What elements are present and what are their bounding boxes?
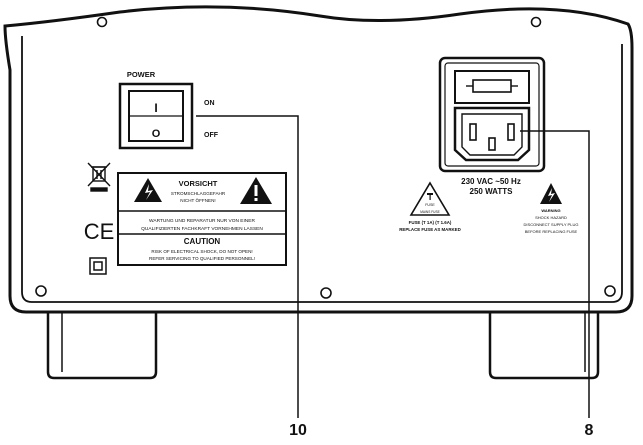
- fuse-notice: FUSE MAINS FUSE FUSE (T 1A) (T 1.6A) REP…: [399, 181, 461, 232]
- vorsicht-title: VORSICHT: [179, 179, 218, 188]
- fuse-notice-line1: FUSE (T 1A) (T 1.6A): [409, 220, 452, 225]
- power-on-label: ON: [204, 100, 215, 107]
- inlet-pin-ground: [488, 137, 496, 151]
- double-insulation-icon-inner: [93, 261, 103, 271]
- shock-warning-line3: BEFORE REPLACING FUSE: [525, 229, 578, 234]
- screw-top-left: [96, 16, 108, 28]
- caution-line1: RISK OF ELECTRICAL SHOCK, DO NOT OPEN!: [151, 249, 252, 254]
- fuse-notice-line2: REPLACE FUSE AS MARKED: [399, 227, 461, 232]
- vorsicht-line2: NICHT ÖFFNEN!: [180, 197, 215, 203]
- power-off-label: OFF: [204, 132, 219, 139]
- screw-bottom-right: [604, 285, 616, 297]
- caution-line2: REFER SERVICING TO QUALIFIED PERSONNEL!: [149, 256, 255, 261]
- callout-leader-8: [520, 130, 590, 418]
- german-line1: WARTUNG UND REPARATUR NUR VON EINER: [149, 218, 255, 224]
- voltage-rating: 230 VAC ~50 Hz: [461, 177, 521, 186]
- caution-title: CAUTION: [184, 237, 221, 246]
- warning-label: VORSICHT STROMSCHLAGGEFAHR NICHT ÖFFNEN!…: [117, 172, 287, 266]
- left-foot: [46, 308, 158, 380]
- mains-socket[interactable]: [438, 56, 546, 173]
- german-line2: QUALIFIZIERTEN FACHKRAFT VORNEHMEN LASSE…: [141, 226, 263, 232]
- inlet-pin-left: [469, 123, 477, 141]
- weee-bin-icon: [87, 162, 111, 192]
- housing-inner-edge: [21, 36, 623, 303]
- ce-mark: CE: [84, 219, 115, 244]
- fuse-symbol-caption: MAINS FUSE: [420, 210, 439, 214]
- switch-off-glyph: O: [152, 128, 161, 140]
- callout-number-8: 8: [585, 422, 594, 439]
- callout-number-10: 10: [289, 422, 307, 439]
- watts-rating: 250 WATTS: [470, 187, 514, 196]
- vorsicht-line1: STROMSCHLAGGEFAHR: [171, 191, 226, 196]
- shock-warning: WARNING SHOCK HAZARD DISCONNECT SUPPLY P…: [524, 183, 579, 234]
- callout-leader-10: [196, 115, 299, 418]
- screw-top-right: [530, 16, 542, 28]
- shock-warning-line1: SHOCK HAZARD: [535, 215, 567, 220]
- power-label: POWER: [127, 70, 156, 79]
- right-foot: [488, 308, 600, 380]
- fuse-symbol-text: FUSE: [425, 203, 435, 207]
- screw-bottom-center: [320, 287, 332, 299]
- switch-on-glyph: I: [154, 101, 157, 115]
- shock-warning-title: WARNING: [541, 208, 560, 213]
- screw-bottom-left: [35, 285, 47, 297]
- shock-warning-line2: DISCONNECT SUPPLY PLUG: [524, 222, 579, 227]
- inlet-pin-right: [507, 123, 515, 141]
